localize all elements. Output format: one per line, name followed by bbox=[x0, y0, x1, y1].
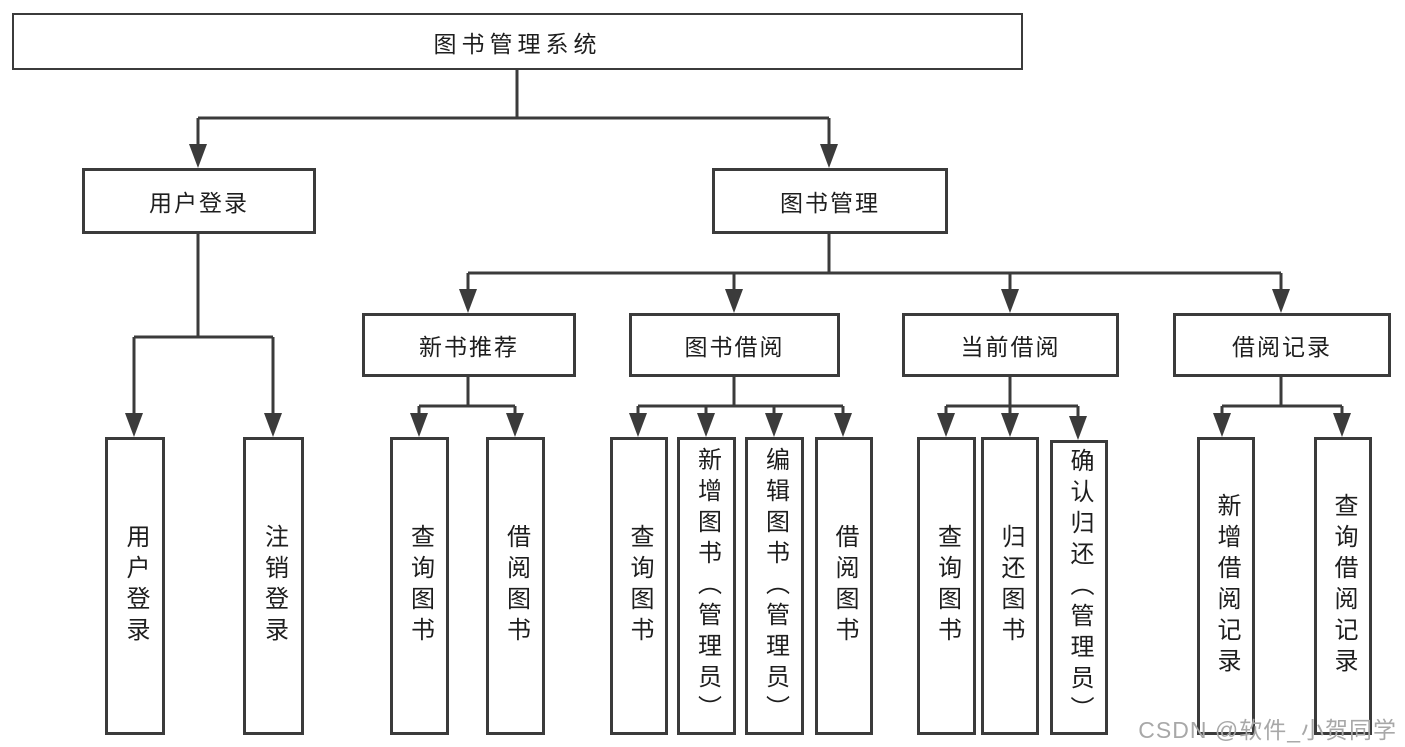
leaf-nb-query-books: 查询图书 bbox=[390, 437, 449, 735]
leaf-bb-borrow-books-label: 借阅图书 bbox=[831, 524, 858, 648]
connector-new-book-recommend bbox=[410, 376, 524, 437]
leaf-br-query-record-label: 查询借阅记录 bbox=[1330, 493, 1357, 679]
node-book-management: 图书管理 bbox=[712, 168, 948, 234]
leaf-bb-edit-books-admin-label: 编辑图书（管理员） bbox=[761, 446, 789, 726]
connector-user-login bbox=[125, 233, 282, 437]
node-user-login: 用户登录 bbox=[82, 168, 316, 234]
connector-root bbox=[189, 69, 838, 168]
leaf-cb-confirm-return-admin: 确认归还（管理员） bbox=[1050, 440, 1108, 735]
node-book-borrowing: 图书借阅 bbox=[629, 313, 840, 377]
leaf-nb-query-books-label: 查询图书 bbox=[406, 524, 434, 648]
connector-borrowing-records bbox=[1213, 376, 1351, 437]
leaf-cb-query-books: 查询图书 bbox=[917, 437, 976, 735]
connector-book-management bbox=[459, 233, 1290, 313]
connector-book-borrowing bbox=[629, 376, 852, 437]
leaf-nb-borrow-books: 借阅图书 bbox=[486, 437, 545, 735]
leaf-user-login-label: 用户登录 bbox=[122, 524, 149, 648]
leaf-bb-add-books-admin-label: 新增图书（管理员） bbox=[693, 446, 721, 726]
leaf-nb-borrow-books-label: 借阅图书 bbox=[502, 524, 530, 648]
leaf-cb-query-books-label: 查询图书 bbox=[933, 524, 961, 648]
leaf-br-query-record: 查询借阅记录 bbox=[1314, 437, 1372, 735]
leaf-bb-borrow-books: 借阅图书 bbox=[815, 437, 873, 735]
leaf-bb-query-books: 查询图书 bbox=[610, 437, 668, 735]
node-library-system: 图书管理系统 bbox=[12, 13, 1023, 70]
leaf-logout-label: 注销登录 bbox=[260, 524, 288, 648]
leaf-cb-confirm-return-admin-label: 确认归还（管理员） bbox=[1066, 448, 1093, 727]
node-current-borrowing: 当前借阅 bbox=[902, 313, 1119, 377]
leaf-br-add-record-label: 新增借阅记录 bbox=[1213, 493, 1240, 679]
connector-current-borrowing bbox=[937, 376, 1087, 440]
leaf-logout: 注销登录 bbox=[243, 437, 304, 735]
node-new-book-recommend: 新书推荐 bbox=[362, 313, 576, 377]
leaf-br-add-record: 新增借阅记录 bbox=[1197, 437, 1255, 735]
csdn-watermark: CSDN @软件_小贺同学 bbox=[1138, 717, 1397, 743]
leaf-bb-add-books-admin: 新增图书（管理员） bbox=[677, 437, 736, 735]
leaf-cb-return-books-label: 归还图书 bbox=[997, 524, 1024, 648]
leaf-bb-query-books-label: 查询图书 bbox=[626, 524, 653, 648]
leaf-user-login: 用户登录 bbox=[105, 437, 165, 735]
node-borrowing-records: 借阅记录 bbox=[1173, 313, 1391, 377]
leaf-cb-return-books: 归还图书 bbox=[981, 437, 1039, 735]
leaf-bb-edit-books-admin: 编辑图书（管理员） bbox=[745, 437, 804, 735]
